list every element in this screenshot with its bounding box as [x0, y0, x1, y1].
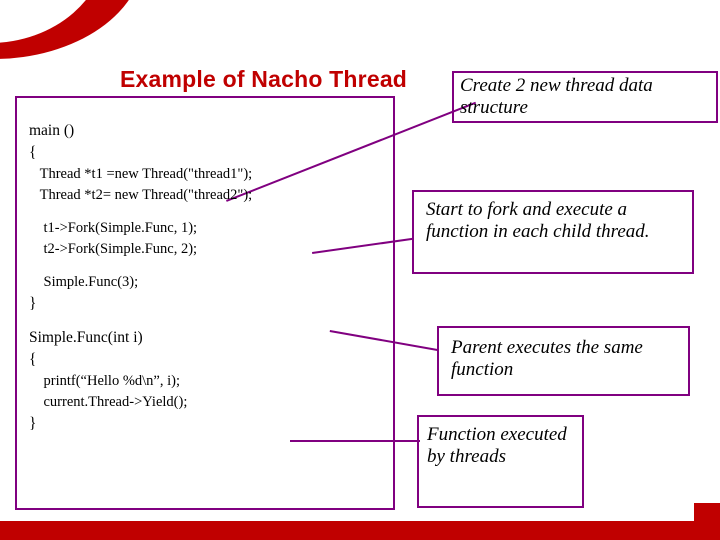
callout-fork-execute: Start to fork and execute a function in …: [412, 190, 694, 274]
code-line: Thread *t1 =new Thread("thread1");: [29, 166, 253, 182]
code-block-text: main () { Thread *t1 =new Thread("thread…: [29, 120, 389, 435]
code-line-blank: [29, 315, 389, 327]
code-line: {: [29, 144, 37, 161]
bottom-bar: [0, 521, 720, 540]
code-line: Simple.Func(3);: [29, 274, 139, 290]
page-title: Example of Nacho Thread: [120, 66, 408, 92]
callout-function-executed: Function executed by threads: [417, 415, 584, 508]
code-line: Simple.Func(int i): [29, 329, 143, 346]
code-line: Thread *t2= new Thread("thread2");: [29, 187, 253, 203]
callout-parent-executes: Parent executes the same function: [437, 326, 690, 396]
code-line: main (): [29, 122, 75, 139]
code-line: current.Thread->Yield();: [29, 394, 188, 410]
connector-line-function: [290, 440, 420, 442]
code-line: {: [29, 351, 37, 368]
code-line: t2->Fork(Simple.Func, 2);: [29, 241, 198, 257]
code-line-blank: [29, 260, 389, 272]
code-line: }: [29, 415, 37, 432]
code-line: printf(“Hello %d\n”, i);: [29, 373, 181, 389]
code-line-blank: [29, 206, 389, 218]
code-block: main () { Thread *t1 =new Thread("thread…: [15, 96, 395, 510]
callout-create-threads: Create 2 new thread data structure: [452, 71, 718, 123]
code-line: t1->Fork(Simple.Func, 1);: [29, 220, 198, 236]
code-line: }: [29, 295, 37, 312]
bottom-bar-accent: [694, 503, 720, 521]
